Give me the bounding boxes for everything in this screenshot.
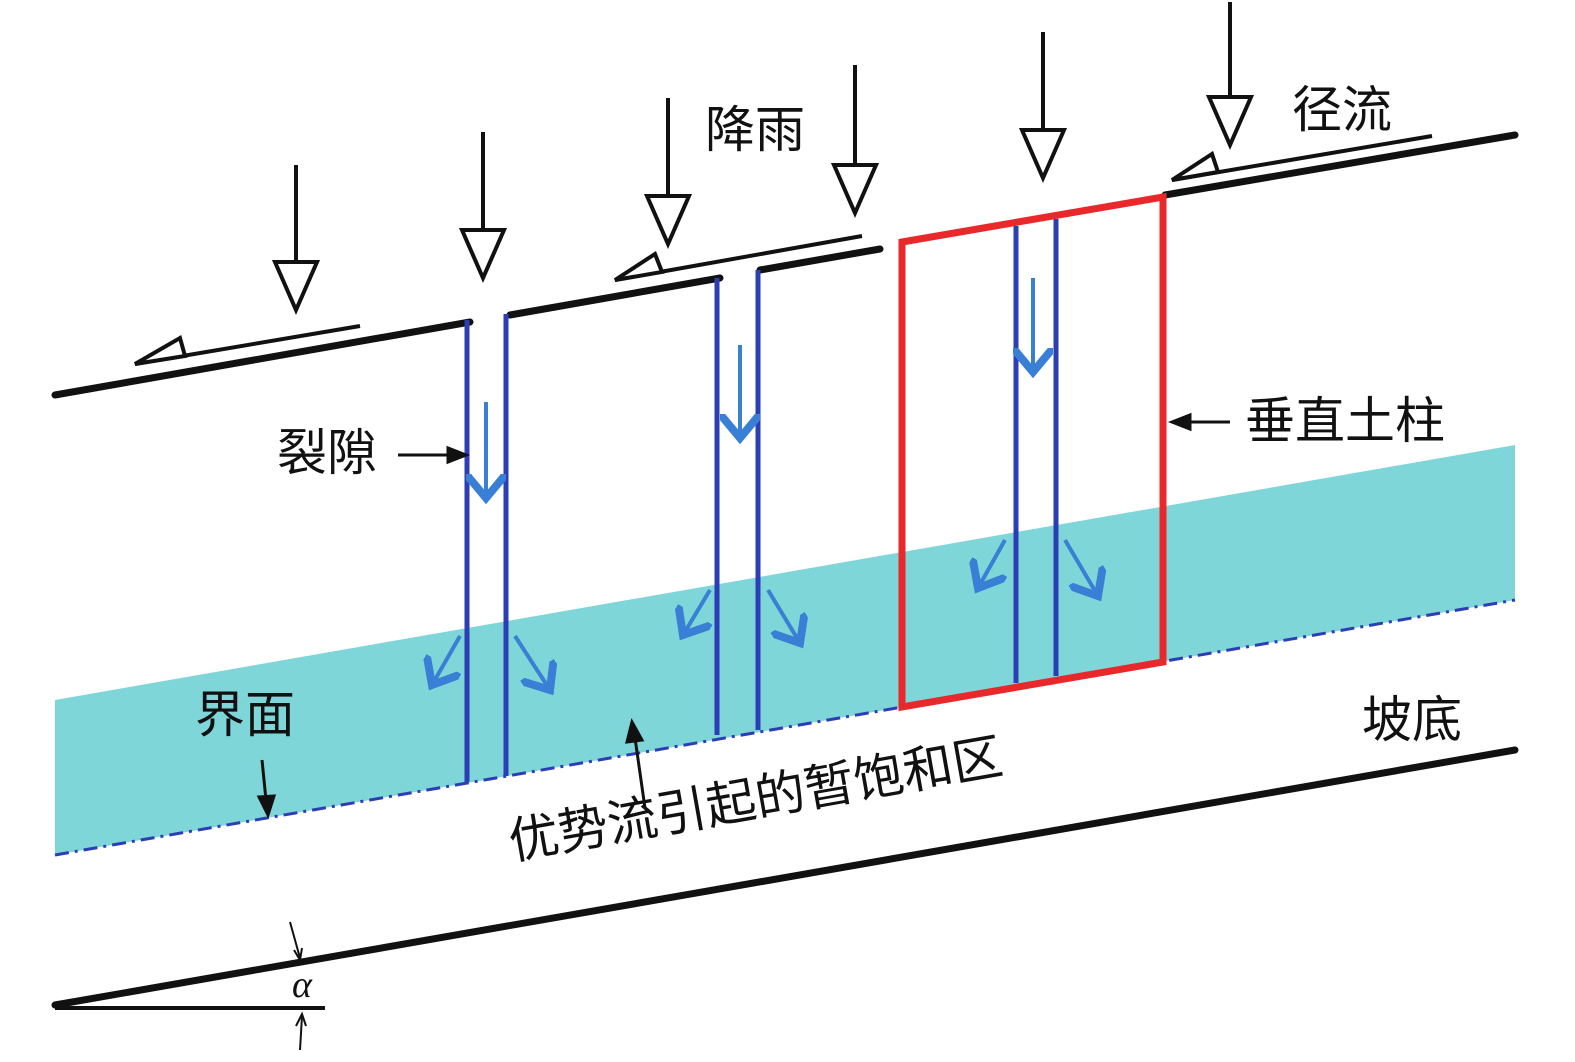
down-arrow-hollow-head-icon xyxy=(1018,32,1068,183)
down-arrow-hollow-head-icon xyxy=(458,132,508,283)
runoff-arrows xyxy=(133,134,1433,366)
left-arrow-half-head-icon xyxy=(1170,134,1433,182)
angle-label: α xyxy=(292,964,312,1006)
cracks xyxy=(464,219,1059,782)
saturated-zone xyxy=(55,445,1515,855)
vertical-soil-column xyxy=(898,192,1167,712)
down-arrow-hollow-head-icon xyxy=(830,65,880,218)
down-arrow-hollow-head-icon xyxy=(271,165,321,315)
annotation-pointers xyxy=(256,412,1230,819)
left-arrow-half-head-icon xyxy=(133,324,361,366)
crack-label: 裂隙 xyxy=(277,424,377,482)
rainfall-label: 降雨 xyxy=(705,101,805,159)
rainfall-arrows xyxy=(271,2,1255,315)
flow-arrows xyxy=(432,278,1098,690)
soil-column-label: 垂直土柱 xyxy=(1245,392,1445,450)
interface-label: 界面 xyxy=(195,686,295,744)
ground-surface xyxy=(51,131,1519,399)
left-arrow-half-head-icon xyxy=(613,234,863,282)
runoff-label: 径流 xyxy=(1292,81,1392,139)
down-arrow-hollow-head-icon xyxy=(1205,2,1255,150)
angle-indicator xyxy=(289,921,307,1051)
down-arrow-hollow-head-icon xyxy=(643,98,693,249)
slope-bottom-line xyxy=(51,746,1519,1009)
slope-bottom-label: 坡底 xyxy=(1362,691,1462,749)
